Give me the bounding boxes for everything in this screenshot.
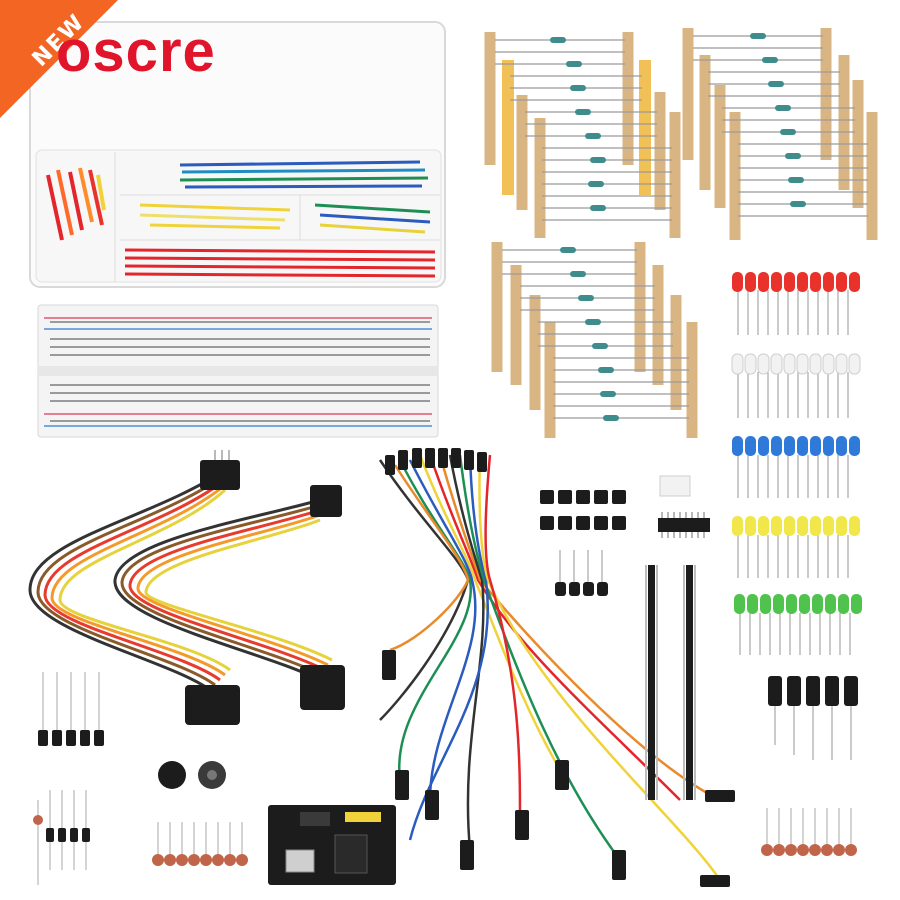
- white-leds: [731, 353, 861, 418]
- diodes: [33, 790, 90, 885]
- long-jumper-wires: [124, 160, 436, 278]
- yellow-leds: [732, 516, 860, 578]
- green-leds: [734, 594, 862, 655]
- brand-name: oscre: [56, 19, 216, 84]
- dupont-ribbon-cables: [28, 450, 345, 725]
- power-supply-module: [268, 805, 396, 885]
- push-buttons: [540, 490, 626, 530]
- buzzers: [158, 761, 226, 789]
- transistors: [555, 550, 608, 596]
- pin-headers: [645, 565, 696, 800]
- ic-chip: [658, 475, 710, 538]
- jumper-wire-bundle: [378, 448, 735, 887]
- red-leds: [732, 272, 860, 335]
- breadboard: [37, 304, 439, 438]
- new-badge-ribbon: [0, 0, 118, 118]
- short-jumper-wires: [46, 167, 106, 241]
- blue-leds: [732, 436, 860, 498]
- ceramic-capacitors: [152, 808, 857, 866]
- jumper-wire-kit-box: [29, 21, 446, 288]
- resistor-assortment: [484, 28, 878, 438]
- electrolytic-capacitors: [38, 672, 858, 760]
